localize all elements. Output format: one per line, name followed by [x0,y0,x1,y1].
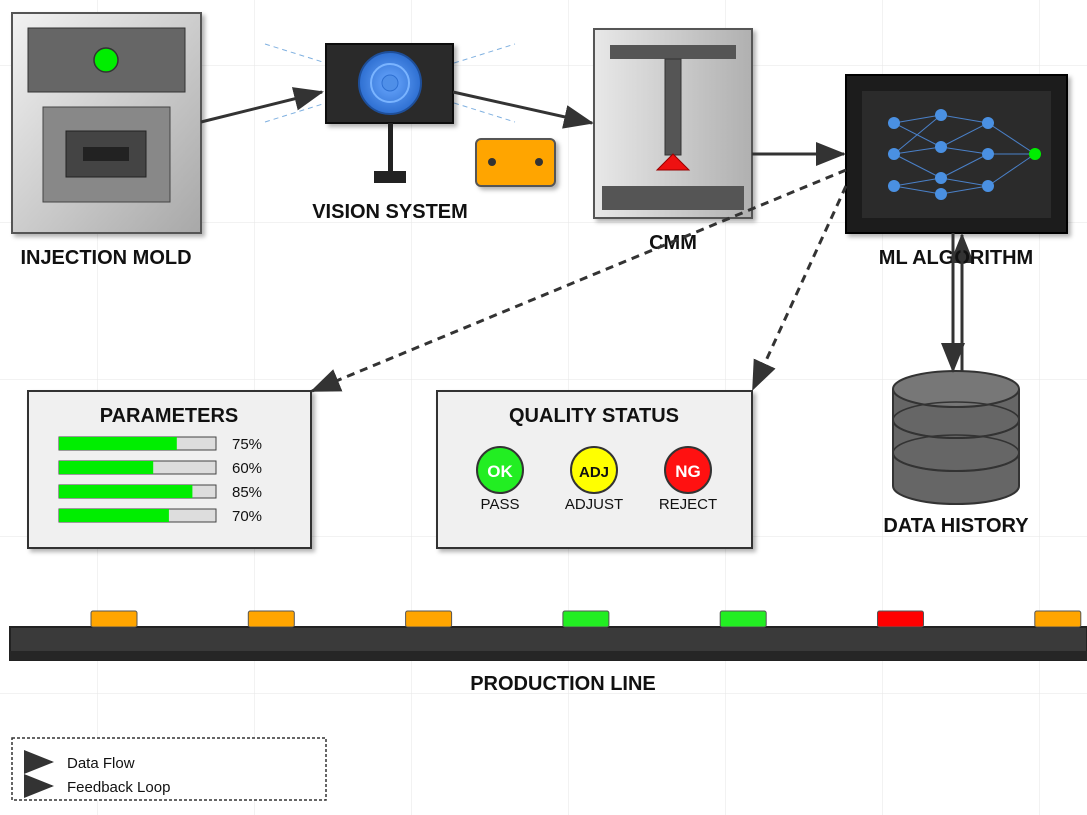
status-label: ADJUST [565,496,623,513]
parameter-bar: 85% [58,484,262,501]
neural-network-icon [893,114,1036,195]
mold-status-light [93,47,119,73]
ml-algorithm-label: ML ALGORITHM [879,247,1033,269]
parameter-bar-fill [59,461,154,474]
parameter-bar: 60% [58,460,262,477]
legend: Data Flow Feedback Loop [11,737,327,801]
status-label: REJECT [659,496,717,513]
legend-data-flow: Data Flow [67,755,135,772]
status-code: ADJ [579,464,609,481]
status-label: PASS [481,496,520,513]
parameters-title: PARAMETERS [100,405,239,427]
ml-algorithm [845,74,1068,234]
ml-to-quality-feedback-arrow [751,185,848,391]
conveyor-part [562,610,610,628]
status-code: NG [675,462,701,481]
conveyor-part [405,610,453,628]
conveyor-belt [9,610,1087,661]
status-light-icon [570,446,618,494]
conveyor-part [247,610,295,628]
parameter-bar-fill [59,485,193,498]
status-indicator: OK PASS [476,446,524,513]
quality-status-title: QUALITY STATUS [509,405,679,427]
conveyor-part [719,610,767,628]
inspected-part [475,138,556,187]
legend-feedback-loop: Feedback Loop [67,779,170,796]
cmm-machine [593,28,753,219]
parameter-bar-fill [59,509,169,522]
parameter-bar-label: 70% [232,508,262,525]
parameters-panel: PARAMETERS 75% 60% 85% 70% [27,390,312,549]
mold-to-vision-arrow [200,87,324,124]
parameter-bar-label: 60% [232,460,262,477]
conveyor-part [877,610,924,628]
parameter-bar: 70% [58,508,262,525]
vision-system-label: VISION SYSTEM [312,201,468,223]
ml-to-parameters-feedback-arrow [310,168,847,393]
status-indicator: ADJ ADJUST [565,446,623,513]
quality-status-panel: QUALITY STATUS OK PASS ADJ ADJUST NG REJECT [436,390,753,549]
parameter-bar-label: 75% [232,436,262,453]
parameter-bar-label: 85% [232,484,262,501]
status-code: OK [487,462,513,481]
conveyor-part [90,610,138,628]
data-history-label: DATA HISTORY [883,515,1029,537]
injection-mold-label: INJECTION MOLD [20,247,191,269]
data-history-database-icon [892,370,1020,505]
status-light-icon [476,446,524,494]
status-light-icon [664,446,712,494]
probe-tip-icon [655,153,691,171]
production-line-label: PRODUCTION LINE [470,673,656,695]
injection-mold [11,12,202,234]
vision-system [264,43,516,183]
vision-to-cmm-arrow [452,90,594,129]
parameter-bar: 75% [58,436,262,453]
status-indicator: NG REJECT [659,446,717,513]
parameter-bar-fill [59,437,177,450]
conveyor-part [1034,610,1082,628]
